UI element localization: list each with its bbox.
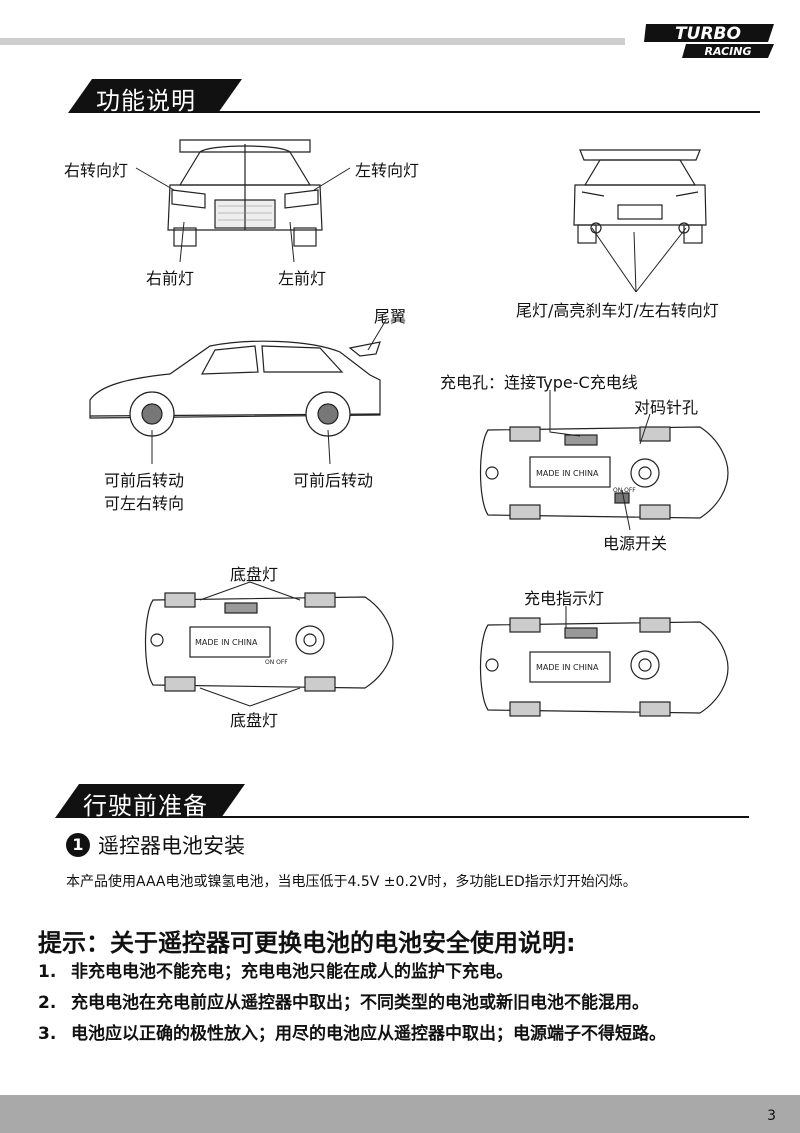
label-pairing-hole: 对码针孔 [634, 398, 699, 417]
section-title-functions: 功能说明 [68, 77, 768, 117]
on-off-text-2: ON OFF [265, 659, 288, 666]
chassis-bottom-view-1: MADE IN CHINA ON OFF [479, 426, 729, 520]
tip-number: 3. [38, 1024, 57, 1044]
car-front-view [167, 139, 323, 247]
tip-item: 2. 充电电池在充电前应从遥控器中取出；不同类型的电池或新旧电池不能混用。 [38, 989, 778, 1017]
label-front-wheel-line2: 可左右转向 [104, 494, 185, 513]
label-charge-indicator: 充电指示灯 [524, 589, 605, 608]
car-side-view [89, 340, 381, 437]
tip-item: 1. 非充电电池不能充电；充电电池只能在成人的监护下充电。 [38, 958, 778, 986]
tips-list: 1. 非充电电池不能充电；充电电池只能在成人的监护下充电。 2. 充电电池在充电前应… [38, 958, 778, 1051]
section-title-text: 功能说明 [96, 87, 196, 115]
chassis-bottom-view-2: MADE IN CHINA ON OFF [144, 592, 394, 692]
label-spoiler: 尾翼 [374, 307, 407, 326]
label-power-switch: 电源开关 [603, 534, 668, 553]
step-number: 1 [66, 833, 90, 857]
tips-title: 提示：关于遥控器可更换电池的电池安全使用说明: [38, 929, 576, 957]
front-view-leaders [135, 167, 687, 293]
made-in-china-text-3: MADE IN CHINA [536, 663, 599, 672]
footer-bar [0, 1095, 800, 1133]
turbo-racing-logo: TURBO RACING [644, 24, 774, 58]
chassis-bottom-view-3: MADE IN CHINA [479, 617, 729, 717]
label-right-turn-light: 右转向灯 [64, 161, 129, 180]
tip-number: 2. [38, 993, 57, 1013]
step-description: 本产品使用AAA电池或镍氢电池，当电压低于4.5V ±0.2V时，多功能LED指… [66, 874, 637, 890]
label-charge-port: 充电孔：连接Type-C充电线 [440, 373, 638, 392]
tip-item: 3. 电池应以正确的极性放入；用尽的电池应从遥控器中取出；电源端子不得短路。 [38, 1020, 778, 1048]
label-chassis-light-bottom: 底盘灯 [230, 711, 279, 730]
bottom-view-3-leaders [565, 606, 567, 628]
label-rear-wheel: 可前后转动 [293, 471, 374, 490]
step-title: 遥控器电池安装 [98, 834, 245, 858]
bottom-view-2-leaders [199, 581, 301, 707]
car-rear-view [573, 149, 707, 244]
tip-text: 电池应以正确的极性放入；用尽的电池应从遥控器中取出；电源端子不得短路。 [71, 1024, 666, 1044]
on-off-text-1: ON OFF [613, 487, 636, 494]
section-title-banner-2 [55, 784, 749, 818]
label-chassis-light-top: 底盘灯 [230, 565, 279, 584]
logo-bottom-text: RACING [704, 45, 751, 58]
made-in-china-text-2: MADE IN CHINA [195, 638, 258, 647]
section-title-banner [68, 79, 760, 113]
label-front-wheel-line1: 可前后转动 [104, 471, 185, 490]
label-left-headlight: 左前灯 [278, 269, 327, 288]
tip-text: 非充电电池不能充电；充电电池只能在成人的监护下充电。 [71, 962, 513, 982]
made-in-china-text-1: MADE IN CHINA [536, 469, 599, 478]
bottom-view-1-leaders [549, 390, 651, 531]
section-title-preparation: 行驶前准备 [55, 782, 755, 822]
label-tail-lights: 尾灯/高亮刹车灯/左右转向灯 [516, 301, 719, 320]
section-title-text-2: 行驶前准备 [83, 792, 208, 820]
tip-number: 1. [38, 962, 57, 982]
label-right-headlight: 右前灯 [146, 269, 195, 288]
side-view-leaders [151, 319, 387, 465]
header-bar [0, 38, 625, 45]
page-number: 3 [767, 1108, 776, 1124]
logo-top-text: TURBO [675, 24, 741, 44]
label-left-turn-light: 左转向灯 [355, 161, 420, 180]
tip-text: 充电电池在充电前应从遥控器中取出；不同类型的电池或新旧电池不能混用。 [71, 993, 649, 1013]
